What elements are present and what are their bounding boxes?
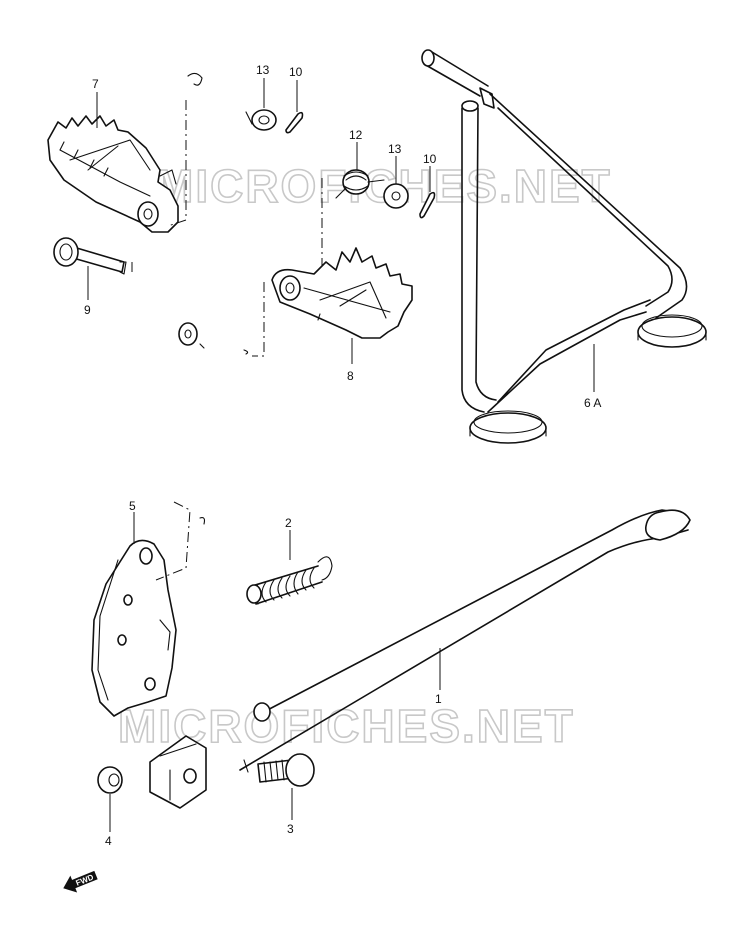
clamp-piece — [149, 735, 207, 809]
callout-10-mid: 10 — [423, 152, 437, 166]
dash-line-5 — [155, 501, 191, 581]
cotter-pin-10-top — [285, 111, 304, 134]
clip-top — [187, 72, 203, 86]
cotter-pin-10-mid — [419, 191, 436, 219]
callout-13-mid: 13 — [388, 142, 402, 156]
bolt-3 — [243, 753, 315, 787]
spring-2 — [246, 556, 333, 605]
side-stand-1 — [239, 509, 691, 771]
dash-line-1 — [167, 100, 187, 227]
callout-12: 12 — [349, 128, 363, 142]
callout-13-top: 13 — [256, 63, 270, 77]
footpeg-right — [271, 247, 413, 339]
fwd-label: FWD — [75, 873, 95, 888]
spring-12 — [335, 169, 385, 199]
callout-6a: 6 A — [584, 396, 601, 410]
washer-13-top — [245, 109, 277, 131]
nut-4 — [97, 766, 123, 794]
washer-13-mid — [383, 183, 409, 209]
bracket-plate-5 — [91, 539, 177, 717]
callout-3: 3 — [287, 822, 294, 836]
callout-10-top: 10 — [289, 65, 303, 79]
callout-8: 8 — [347, 369, 354, 383]
callout-4: 4 — [105, 834, 112, 848]
callout-9: 9 — [84, 303, 91, 317]
footpeg-left — [47, 115, 179, 233]
watermark-top: MICROFICHES.NET — [155, 160, 612, 212]
callout-7: 7 — [92, 77, 99, 91]
callout-5: 5 — [129, 499, 136, 513]
fwd-arrow-icon: FWD — [63, 870, 98, 893]
dash-line-4 — [252, 282, 265, 357]
callout-1: 1 — [435, 692, 442, 706]
washer-left — [178, 322, 249, 355]
clip-bracket — [199, 517, 206, 525]
callout-2: 2 — [285, 516, 292, 530]
stand-6a — [421, 49, 707, 444]
pin — [53, 237, 127, 275]
